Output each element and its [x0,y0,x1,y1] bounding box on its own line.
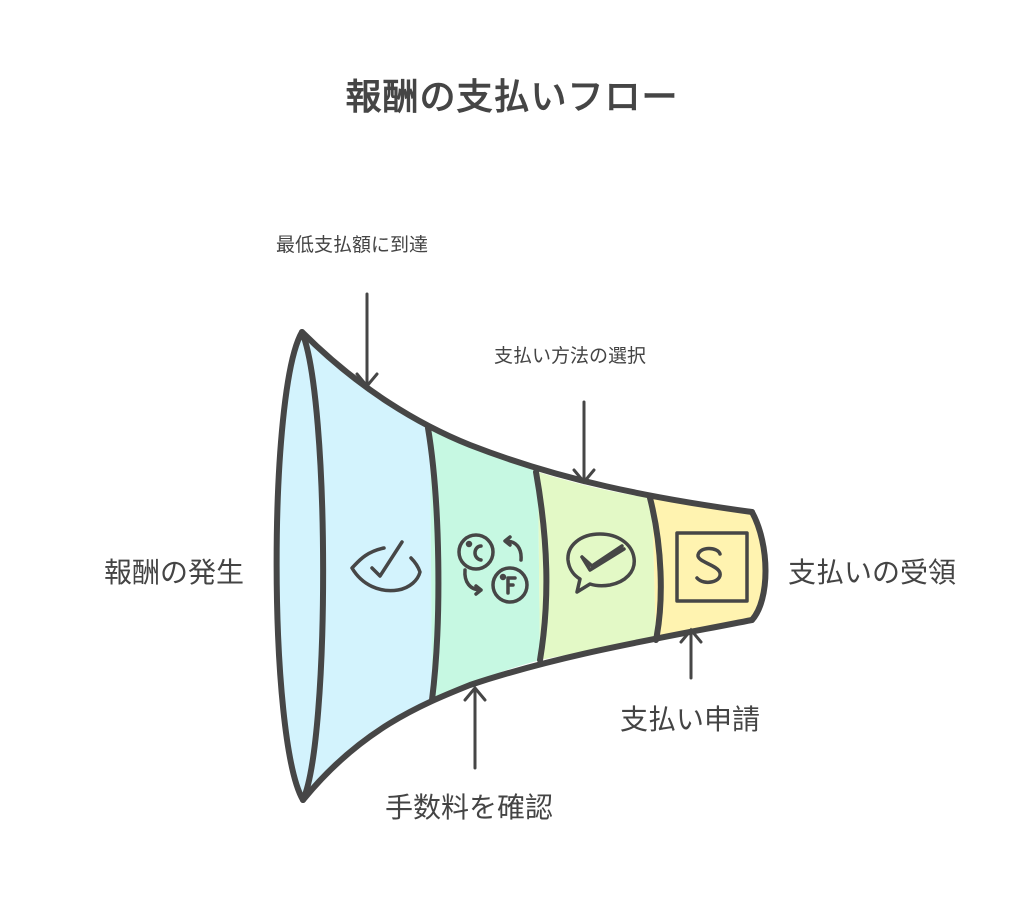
temperature-convert-icon [457,533,529,604]
page-title: 報酬の支払いフロー [345,77,679,118]
stage-divider-1 [425,425,442,703]
arrow-min-payout [355,292,379,389]
arrow-fee-check [463,685,487,770]
arrow-method-select [572,400,596,485]
label-request: 支払い申請 [620,703,761,736]
eye-check-icon [350,540,422,593]
arrow-request [679,627,703,680]
stage-divider-3 [647,495,664,643]
label-end: 支払いの受領 [788,556,957,589]
label-method-select: 支払い方法の選択 [494,345,647,367]
funnel-top-edge [299,329,755,515]
label-min-payout: 最低支払額に到達 [276,234,429,256]
label-start: 報酬の発生 [104,556,245,589]
label-fee-check: 手数料を確認 [385,791,554,824]
stage-divider-2 [533,469,550,663]
chat-check-icon [566,532,636,594]
funnel-stage-2 [430,428,540,700]
funnel-bottom-edge [300,617,755,803]
funnel-end-cap [749,509,769,623]
dollar-box-icon [675,531,749,603]
funnel-mouth [273,329,327,803]
